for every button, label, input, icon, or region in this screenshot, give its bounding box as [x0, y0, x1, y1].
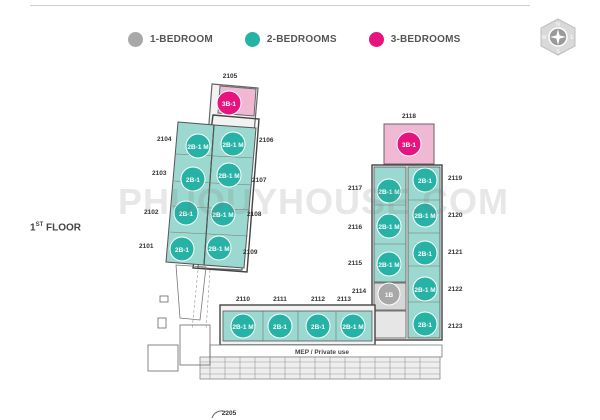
- unit-marker: 2B-1 M: [206, 235, 232, 261]
- unit-code: 2B-1: [273, 324, 287, 331]
- unit-marker: 2B-1 M: [376, 213, 402, 239]
- floor-word: FLOOR: [43, 222, 82, 234]
- room-number: 2103: [152, 170, 167, 177]
- unit-marker: 2B-1 M: [216, 162, 242, 188]
- floor-number: 1: [30, 222, 36, 234]
- unit-marker: 1B: [377, 282, 401, 306]
- unit-marker: 2B-1: [267, 313, 293, 339]
- unit-marker: 2B-1 M: [230, 313, 256, 339]
- unit-code: 2B-1 M: [414, 287, 435, 294]
- unit-marker: 2B-1: [412, 311, 438, 337]
- unit-marker: 2B-1: [412, 240, 438, 266]
- room-number: 2109: [243, 249, 258, 256]
- legend-dot-pink: [368, 31, 384, 47]
- unit-code: 2B-1 M: [232, 324, 253, 331]
- unit-marker: 2B-1: [180, 166, 206, 192]
- unit-marker: 2B-1 M: [220, 131, 246, 157]
- room-number: 2108: [247, 211, 262, 218]
- unit-code: 2B-1: [418, 251, 432, 258]
- unit-code: 3B-1: [222, 101, 236, 108]
- floor-suffix: ST: [35, 222, 44, 228]
- room-number: 2116: [348, 224, 362, 231]
- unit-marker: 2B-1 M: [185, 133, 211, 159]
- unit-marker: 2B-1 M: [210, 201, 236, 227]
- room-number: 2105: [223, 73, 238, 80]
- unit-code: 2B-1 M: [414, 213, 435, 220]
- room-number: 2122: [448, 286, 463, 293]
- room-number: 2123: [448, 323, 463, 330]
- unit-code: 2B-1 M: [378, 224, 399, 231]
- unit-marker: 2B-1: [169, 236, 195, 262]
- compass-n: N: [556, 22, 560, 28]
- legend: 1-BEDROOM 2-BEDROOMS 3-BEDROOMS: [128, 30, 493, 48]
- room-number: 2102: [144, 209, 159, 216]
- unit-code: 2B-1 M: [342, 324, 363, 331]
- room-numbers: 2105 2104 2106 2103 2107 2102 2108 2101 …: [139, 73, 463, 417]
- room-number: 2121: [448, 249, 463, 256]
- unit-code: 2B-1 M: [212, 212, 233, 219]
- unit-code: 2B-1 M: [187, 144, 208, 151]
- legend-item-3-bedrooms: 3-BEDROOMS: [368, 31, 461, 47]
- room-number: 2119: [448, 175, 462, 182]
- unit-code: 2B-1: [418, 322, 432, 329]
- unit-marker: 2B-1 M: [412, 276, 438, 302]
- unit-marker: 2B-1 M: [340, 313, 366, 339]
- legend-item-1-bedroom: 1-BEDROOM: [128, 31, 213, 47]
- legend-dot-grey: [128, 31, 143, 47]
- room-number: 2110: [236, 296, 250, 303]
- legend-label: 1-BEDROOM: [150, 33, 213, 45]
- unit-marker: 2B-1 M: [376, 178, 402, 204]
- watermark: PHUQUYHOUSE.COM: [118, 181, 510, 222]
- compass-s: S: [556, 49, 560, 55]
- unit-code: 2B-1: [175, 247, 189, 254]
- room-number: 2117: [348, 185, 362, 192]
- unit-code: 2B-1: [418, 178, 432, 185]
- unit-code: 2B-1: [179, 211, 193, 218]
- room-number: 2107: [252, 177, 267, 184]
- unit-code: 2B-1: [311, 324, 325, 331]
- legend-dot-teal: [244, 31, 260, 47]
- unit-code: 3B-1: [402, 142, 416, 149]
- room-number: 2106: [259, 137, 274, 144]
- mep-label: MEP / Private use: [295, 349, 349, 356]
- legend-item-2-bedrooms: 2-BEDROOMS: [244, 31, 337, 47]
- room-number: 2120: [448, 212, 463, 219]
- unit-marker: 2B-1: [412, 167, 438, 193]
- lower-floor-hint: [211, 410, 227, 419]
- unit-marker: 3B-1: [216, 90, 242, 116]
- legend-label: 2-BEDROOMS: [266, 33, 337, 45]
- unit-code: 2B-1 M: [378, 189, 399, 196]
- unit-code: 2B-1 M: [222, 142, 243, 149]
- room-number: 2118: [402, 113, 416, 120]
- room-number: 2112: [311, 296, 325, 303]
- room-number: 2104: [157, 136, 172, 143]
- unit-code: 2B-1 M: [218, 173, 239, 180]
- legend-label: 3-BEDROOMS: [390, 33, 461, 45]
- unit-marker: 2B-1: [305, 313, 331, 339]
- room-number: 2205: [222, 410, 237, 417]
- unit-code: 2B-1 M: [378, 262, 399, 269]
- unit-code: 2B-1 M: [208, 246, 229, 253]
- unit-code: 1B: [385, 292, 394, 299]
- unit-marker: 2B-1 M: [412, 202, 438, 228]
- top-divider: [30, 5, 530, 6]
- unit-markers: 3B-1 2B-1 M 2B-1 M 2B-1 2B-1 M 2B-1 2B-1…: [169, 90, 438, 339]
- compass-icon: N S E W: [540, 18, 576, 56]
- room-number: 2101: [139, 243, 154, 250]
- compass-e: E: [570, 35, 574, 41]
- unit-code: 2B-1: [186, 177, 200, 184]
- unit-marker: 2B-1 M: [376, 251, 402, 277]
- floor-label: 1ST FLOOR: [30, 222, 81, 233]
- unit-marker: 3B-1: [396, 131, 422, 157]
- room-number: 2114: [352, 288, 366, 295]
- room-number: 2115: [348, 260, 362, 267]
- room-number: 2111: [273, 296, 287, 303]
- compass-w: W: [542, 35, 547, 41]
- room-number: 2113: [337, 296, 351, 303]
- unit-marker: 2B-1: [173, 200, 199, 226]
